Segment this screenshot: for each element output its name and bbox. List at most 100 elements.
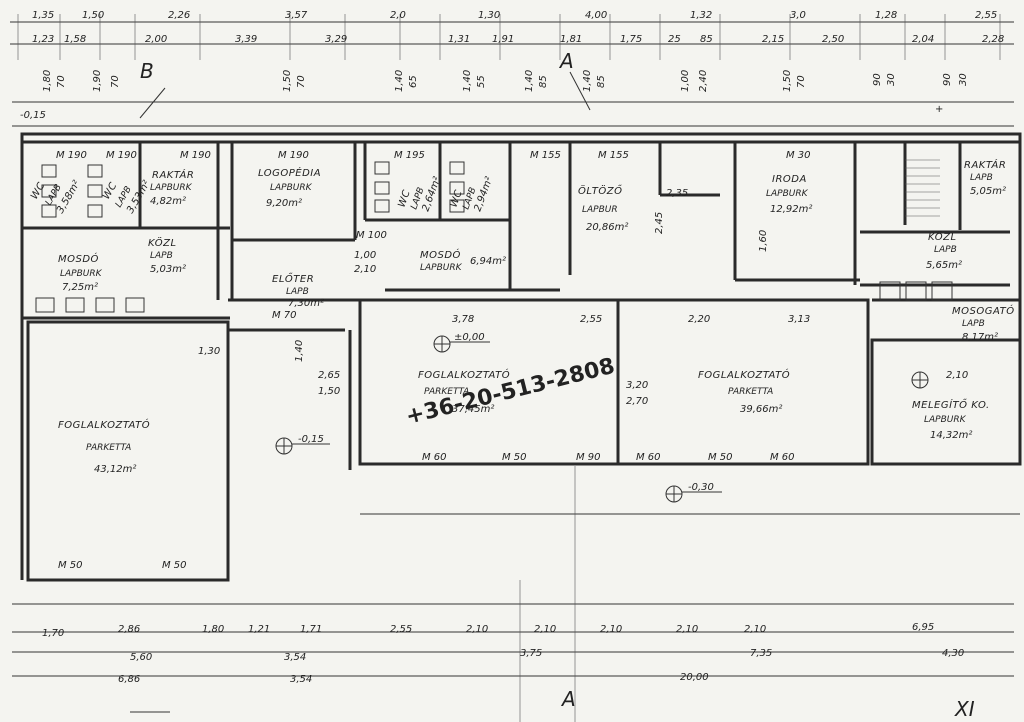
dim-int-15: 1,00	[354, 250, 376, 261]
room-eloter: ELŐTER LAPB 7,30m²	[272, 271, 324, 309]
door-7: M 50	[58, 560, 83, 571]
section-mark-a-bottom: A	[560, 687, 576, 711]
room-floor: LAPB	[150, 251, 173, 261]
door-15: M 190	[180, 150, 211, 161]
level-mark-top-left: -0,15	[20, 110, 46, 121]
door-10: M 155	[530, 150, 561, 161]
bottom-dimensions-row2: 5,60 3,54 3,75 7,35 4,30	[130, 648, 964, 663]
room-name: LOGOPÉDIA	[258, 166, 321, 179]
walls	[20, 132, 1022, 582]
room-wc-3: WC LAPB 2,64m²	[396, 175, 443, 213]
level-text: -0,15	[298, 434, 324, 445]
door-1: M 60	[422, 452, 447, 463]
section-line-a	[569, 71, 591, 111]
top-dimensions-row2: 1,23 1,58 2,00 3,39 3,29 1,31 1,91 1,81 …	[32, 34, 1004, 45]
top-dimensions-row1: 1,35 1,50 2,26 3,57 2,0 1,30 4,00 1,32 3…	[32, 10, 997, 21]
room-name: MOSDÓ	[58, 252, 99, 265]
room-area: 7,25m²	[62, 282, 98, 293]
dim-top2-7: 1,91	[492, 34, 514, 45]
dim-top-5: 2,0	[390, 10, 406, 21]
drawing-number: XI	[954, 697, 975, 721]
room-floor: LAPBURK	[60, 269, 103, 279]
dim-top2-12: 2,15	[762, 34, 784, 45]
dim-top2-14: 2,04	[912, 34, 934, 45]
height-1: 1,80	[42, 70, 53, 92]
room-name: RAKTÁR	[964, 158, 1006, 171]
room-area: 20,86m²	[586, 222, 628, 233]
level-marker-2: ±0,00	[433, 332, 490, 353]
dim-bot-9: 2,10	[600, 624, 622, 635]
dim-top2-9: 1,75	[620, 34, 642, 45]
dim-bot-4: 1,21	[248, 624, 270, 635]
height-7: 1,40	[394, 70, 405, 92]
dim-int-1: 3,78	[452, 314, 474, 325]
dim-top-8: 1,32	[690, 10, 712, 21]
room-floor: PARKETTA	[728, 387, 773, 397]
dim-bot-12: 6,95	[912, 622, 934, 633]
dim-int-13: 2,45	[654, 212, 665, 234]
door-18: M 70	[272, 310, 297, 321]
room-name: RAKTÁR	[152, 168, 194, 181]
room-name: IRODA	[772, 174, 807, 185]
height-11: 1,40	[524, 70, 535, 92]
door-16: M 190	[278, 150, 309, 161]
door-11: M 155	[598, 150, 629, 161]
room-name: WC	[29, 181, 47, 202]
dim-int-12: 2,35	[666, 188, 688, 199]
room-raktar-2: RAKTÁR LAPB 5,05m²	[964, 158, 1006, 197]
fixtures	[35, 159, 953, 313]
height-18: 70	[796, 75, 807, 88]
height-8: 65	[408, 75, 419, 88]
room-name: KÖZL	[928, 230, 957, 243]
dim-bot-2: 2,86	[118, 624, 140, 635]
dim-top-1: 1,35	[32, 10, 54, 21]
room-area: 8,17m²	[962, 332, 998, 343]
dim-top2-4: 3,39	[235, 34, 257, 45]
dim-top2-3: 2,00	[145, 34, 167, 45]
room-floor: LAPBURK	[270, 183, 313, 193]
room-area: 37,45m²	[452, 404, 494, 415]
dim-bot-3: 1,80	[202, 624, 224, 635]
height-12: 85	[538, 75, 549, 88]
room-area: 14,32m²	[930, 430, 972, 441]
height-6: 70	[296, 75, 307, 88]
bottom-dimensions-row3: 6,86 3,54 20,00	[118, 672, 709, 685]
room-logopedia: LOGOPÉDIA LAPBURK 9,20m²	[258, 166, 321, 209]
dim-top2-10: 25	[668, 34, 681, 45]
dim-top2-2: 1,58	[64, 34, 86, 45]
dim-int-6: 1,40	[294, 340, 305, 362]
room-floor: LAPBURK	[420, 263, 463, 273]
room-floor: LAPB	[286, 287, 309, 297]
height-22: 30	[958, 73, 969, 86]
height-2: 70	[56, 75, 67, 88]
dim-bot2-5: 4,30	[942, 648, 964, 659]
room-floor: PARKETTA	[424, 387, 469, 397]
room-mosdo-1: MOSDÓ LAPBURK 7,25m²	[58, 252, 103, 293]
dim-int-7: 2,65	[318, 370, 340, 381]
room-floor: LAPB	[970, 173, 993, 183]
dim-top2-6: 1,31	[448, 34, 470, 45]
level-marker-4	[911, 371, 929, 389]
dim-top2-8: 1,81	[560, 34, 582, 45]
room-raktar-1: RAKTÁR LAPBURK 4,82m²	[150, 168, 194, 207]
dim-bot3-2: 3,54	[290, 674, 312, 685]
dim-top-4: 3,57	[285, 10, 308, 21]
door-labels: M 60 M 50 M 60 M 50 M 60 M 90 M 50 M 50 …	[56, 150, 811, 571]
dim-bot-5: 1,71	[300, 624, 322, 635]
dim-bot2-4: 7,35	[750, 648, 772, 659]
room-area: 4,82m²	[150, 196, 186, 207]
room-wc-1: WC LAPB 3,58m²	[29, 179, 83, 216]
dim-int-11: 2,10	[946, 370, 968, 381]
room-floor: LAPB	[934, 245, 957, 255]
room-area: 5,03m²	[150, 264, 186, 275]
height-17: 1,50	[782, 70, 793, 92]
room-mosdo-2: MOSDÓ LAPBURK 6,94m²	[420, 248, 506, 273]
room-floor: LAPBURK	[924, 415, 967, 425]
room-kozl-1: KÖZL LAPB 5,03m²	[148, 236, 186, 275]
interior-dimensions: 3,78 2,55 2,20 3,13 1,30 1,40 2,65 1,50 …	[198, 188, 968, 407]
dim-int-8: 1,50	[318, 386, 340, 397]
room-mosogato: MOSOGATÓ LAPB 8,17m²	[952, 304, 1014, 343]
level-text: -0,30	[688, 482, 714, 493]
room-name: KÖZL	[148, 236, 177, 249]
